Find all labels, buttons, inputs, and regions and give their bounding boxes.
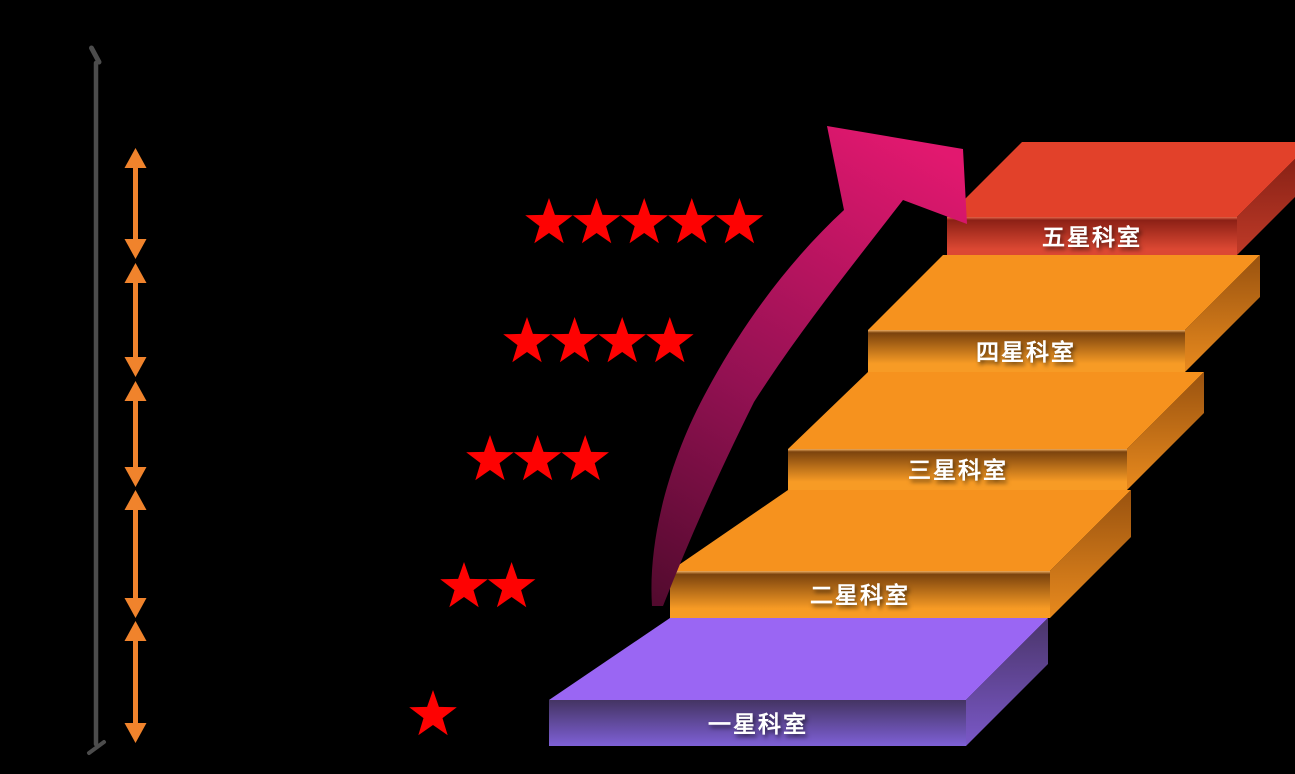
axis-bottom-hook — [87, 740, 106, 755]
step-side-face — [1050, 490, 1131, 618]
step-labels: 五星科室 四星科室 三星科室 二星科室 一星科室 — [708, 224, 1142, 737]
step-label-four-star: 四星科室 — [976, 339, 1076, 365]
growth-arrow-shape — [651, 126, 967, 606]
arrowhead-up-icon — [124, 621, 147, 641]
star-icon — [409, 690, 457, 736]
arrowhead-up-icon — [124, 263, 147, 283]
interval-double-arrow — [124, 381, 147, 487]
step-label-one-star: 一星科室 — [708, 711, 808, 737]
step-side-face — [966, 618, 1048, 746]
arrowhead-down-icon — [124, 723, 147, 743]
arrowhead-up-icon — [124, 490, 147, 510]
star-row-1 — [409, 690, 457, 736]
step-front-face — [670, 571, 1050, 618]
interval-double-arrow — [124, 148, 147, 259]
step-front-face — [868, 330, 1185, 372]
step-top-face — [788, 372, 1204, 449]
step-2-star — [670, 490, 1131, 618]
step-5-star — [947, 142, 1295, 255]
star-icon — [620, 198, 668, 244]
step-side-face — [1127, 372, 1204, 490]
step-top-face — [549, 618, 1048, 700]
step-front-face — [788, 449, 1127, 490]
star-row-2 — [440, 562, 536, 608]
interval-double-arrow — [124, 621, 147, 743]
step-4-star — [868, 255, 1260, 372]
arrowhead-up-icon — [124, 148, 147, 168]
step-label-two-star: 二星科室 — [810, 582, 910, 608]
y-axis — [87, 45, 106, 755]
star-row-4 — [503, 317, 694, 363]
interval-arrows — [124, 148, 147, 743]
staircase — [549, 142, 1295, 746]
growth-arrow — [651, 126, 967, 606]
interval-double-arrow — [124, 490, 147, 618]
star-icon — [598, 317, 646, 363]
step-side-face — [1185, 255, 1260, 372]
star-icon — [487, 562, 536, 608]
star-icon — [715, 198, 764, 244]
star-icon — [561, 435, 609, 481]
step-front-face — [947, 217, 1237, 255]
step-label-five-star: 五星科室 — [1042, 224, 1142, 250]
star-row-3 — [466, 435, 609, 481]
step-1-star — [549, 618, 1048, 746]
star-icon — [646, 317, 694, 363]
arrowhead-down-icon — [124, 239, 147, 259]
star-icon — [503, 317, 551, 363]
step-top-face — [670, 490, 1131, 571]
star-rows — [409, 198, 764, 736]
star-icon — [513, 435, 562, 481]
star-row-5 — [525, 198, 764, 244]
arrowhead-down-icon — [124, 467, 147, 487]
arrowhead-down-icon — [124, 598, 147, 618]
step-front-face — [549, 700, 966, 746]
star-icon — [550, 317, 599, 363]
step-label-three-star: 三星科室 — [908, 457, 1008, 483]
step-3-star — [788, 372, 1204, 490]
step-top-face — [868, 255, 1260, 330]
star-icon — [466, 435, 514, 481]
axis-top-tick — [89, 45, 102, 65]
arrowhead-down-icon — [124, 357, 147, 377]
star-icon — [525, 198, 573, 244]
interval-double-arrow — [124, 263, 147, 377]
step-top-face — [947, 142, 1295, 217]
step-side-face — [1237, 159, 1295, 255]
star-icon — [572, 198, 621, 244]
star-icon — [668, 198, 716, 244]
star-icon — [440, 562, 488, 608]
arrowhead-up-icon — [124, 381, 147, 401]
